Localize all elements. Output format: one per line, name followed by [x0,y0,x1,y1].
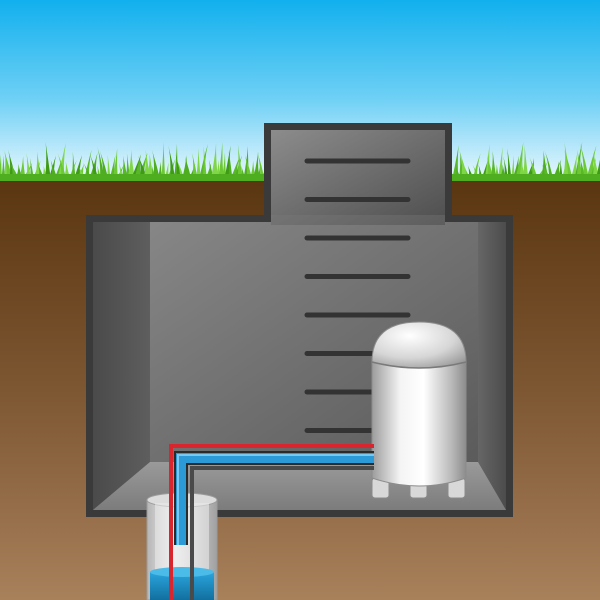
red-pipe-illustration [169,444,374,600]
grass-blade [44,142,52,181]
grass-blade [195,147,201,181]
grass-blade [579,142,590,181]
grass-illustration [0,141,600,181]
grass-base [0,174,266,181]
grass-blade [26,152,32,181]
grass-blade [585,145,597,181]
grass-blade [202,146,208,181]
grass-blade [228,151,233,181]
grass-blade [497,146,503,181]
grass-blade [99,150,109,181]
grass-blade [168,145,176,181]
grass-base [452,174,600,181]
grass-blade [237,143,243,181]
grass-blade [210,143,219,181]
grass-blade [198,143,208,181]
groundwater-illustration [150,567,214,600]
grass-blade [507,148,512,181]
ladder-rungs-illustration [304,158,411,433]
grass-blade [112,148,118,181]
grass-blade [71,151,76,181]
pressure-tank-illustration [371,321,467,499]
grass-blade [151,149,161,181]
grass-blade [57,152,67,181]
grass-blade [161,142,166,181]
grass-blade [522,144,529,181]
blue-pipe-illustration [174,451,374,600]
grass-blade [563,148,573,181]
grass-blade [252,151,260,181]
grass-blade [221,152,227,181]
grass-blade [490,151,497,181]
grass-blade [217,141,224,181]
grass-blade [256,150,265,181]
grass-blade [83,149,92,181]
grass-blade [544,149,554,181]
